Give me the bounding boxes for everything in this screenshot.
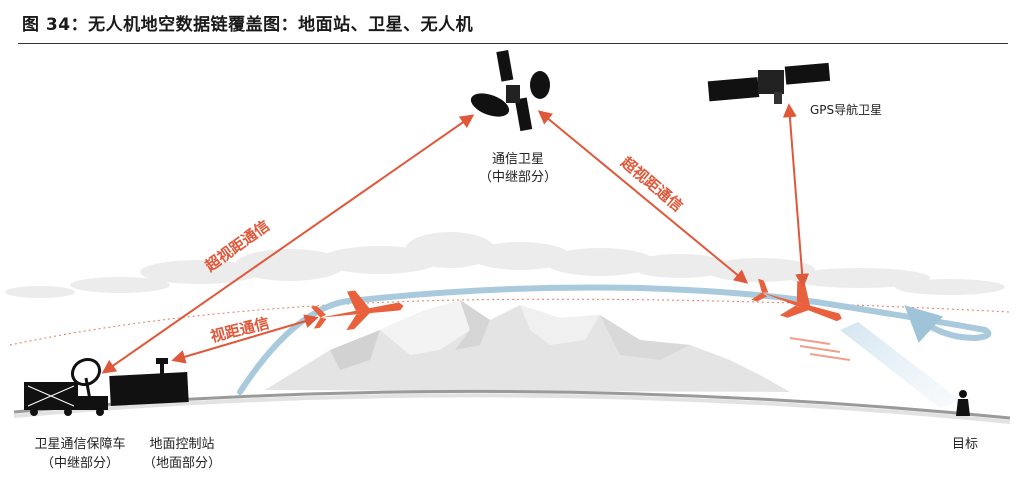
uav-right (751, 278, 842, 322)
figure-title: 图 34：无人机地空数据链覆盖图：地面站、卫星、无人机 (22, 15, 474, 35)
los-arrow (171, 314, 319, 364)
ground-station-name: 地面控制站 (149, 437, 214, 452)
title-divider (18, 43, 1008, 44)
gps-satellite (707, 62, 831, 104)
ground-station-role: （地面部分） (143, 456, 221, 471)
ground-station-icon (109, 358, 189, 407)
speed-streaks (789, 337, 851, 361)
gps-link-arrow (782, 103, 810, 288)
gps-satellite-name: GPS导航卫星 (810, 102, 882, 117)
sensor-beam (840, 322, 960, 408)
target-name: 目标 (952, 437, 978, 452)
comm-satellite-name: 通信卫星 (492, 152, 544, 167)
target-person-icon (956, 390, 970, 416)
blos-left-arrow (101, 114, 475, 374)
sat-comm-vehicle-icon (24, 357, 108, 416)
comm-satellite-role: （中继部分） (479, 170, 557, 185)
comm-satellite (470, 49, 550, 132)
sat-comm-vehicle-role: （中继部分） (41, 456, 119, 471)
blos-right-arrow (537, 110, 749, 284)
sat-comm-vehicle-name: 卫星通信保障车 (34, 436, 125, 452)
